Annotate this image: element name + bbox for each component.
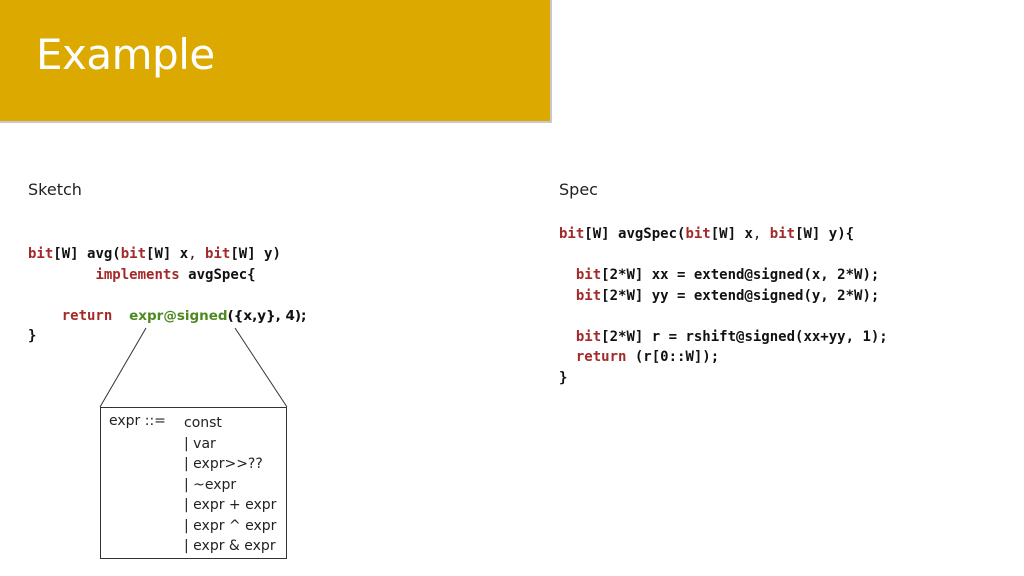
code-text: [2*W] xx = extend@signed(x, 2*W); [601, 267, 880, 283]
code-text: [W] x [710, 226, 753, 242]
grammar-rule: | var [184, 435, 216, 452]
code-text: [W] avgSpec( [584, 226, 686, 242]
grammar-rules: const | var | expr>>?? | ~expr | expr + … [184, 413, 276, 557]
keyword: bit [559, 226, 585, 242]
grammar-rule: | ~expr [184, 476, 237, 493]
keyword: return [575, 349, 627, 365]
grammar-rule: | expr>>?? [184, 456, 263, 472]
sketch-line-2: implements avgSpec{ [28, 266, 256, 283]
keyword: bit [28, 246, 54, 262]
keyword: implements [95, 266, 180, 283]
code-text: avgSpec{ [179, 266, 256, 283]
keyword: bit [205, 246, 231, 262]
code-text: (r[0::W]); [626, 349, 720, 365]
keyword: bit [575, 267, 602, 283]
code-text: [2*W] r = rshift@signed(xx+yy, 1); [601, 328, 888, 345]
spec-line-1: bit[W] avgSpec(bit[W] x, bit[W] y){ [559, 226, 854, 242]
slide-title: Example [36, 30, 215, 79]
sketch-code: bit[W] avg(bit[W] x, bit[W] y) implement… [28, 244, 306, 347]
code-text: ({x,y}, 4); [227, 307, 307, 324]
code-text: [W] x [146, 246, 189, 262]
grammar-rule: | expr ^ expr [184, 517, 277, 534]
grammar-rule: const [184, 415, 222, 431]
code-text: , [188, 246, 206, 262]
grammar-rule: | expr + expr [184, 497, 277, 513]
code-text: [2*W] yy = extend@signed(y, 2*W); [601, 287, 880, 304]
sketch-heading: Sketch [28, 180, 82, 199]
code-text: [W] y){ [795, 226, 855, 242]
indent [28, 267, 87, 283]
sketch-line-1: bit[W] avg(bit[W] x, bit[W] y) [28, 246, 281, 262]
grammar-box: expr ::= const | var | expr>>?? | ~expr … [100, 407, 287, 559]
code-text: [W] y) [230, 246, 281, 262]
spec-line-7: } [559, 369, 568, 386]
keyword: bit [575, 328, 602, 345]
grammar-rule: | expr & expr [184, 538, 276, 554]
spec-line-5: bit[2*W] r = rshift@signed(xx+yy, 1); [559, 329, 888, 345]
title-bar: Example [0, 0, 552, 123]
sketch-line-5: } [28, 328, 37, 344]
keyword: bit [575, 287, 602, 304]
hole-generator: expr@signed [129, 307, 228, 324]
spec-code: bit[W] avgSpec(bit[W] x, bit[W] y){ bit[… [559, 224, 888, 388]
spec-heading: Spec [559, 180, 598, 199]
code-text: [W] avg( [53, 246, 121, 262]
keyword: bit [769, 226, 796, 242]
keyword: bit [120, 246, 147, 262]
spec-line-2: bit[2*W] xx = extend@signed(x, 2*W); [559, 267, 879, 283]
sketch-line-4: return expr@signed({x,y}, 4); [28, 307, 307, 324]
grammar-lhs: expr ::= [109, 413, 166, 429]
spec-line-6: return (r[0::W]); [559, 349, 719, 365]
keyword: return [61, 307, 113, 324]
spec-line-3: bit[2*W] yy = extend@signed(y, 2*W); [559, 288, 879, 304]
code-text: , [752, 226, 770, 242]
keyword: bit [685, 226, 711, 242]
